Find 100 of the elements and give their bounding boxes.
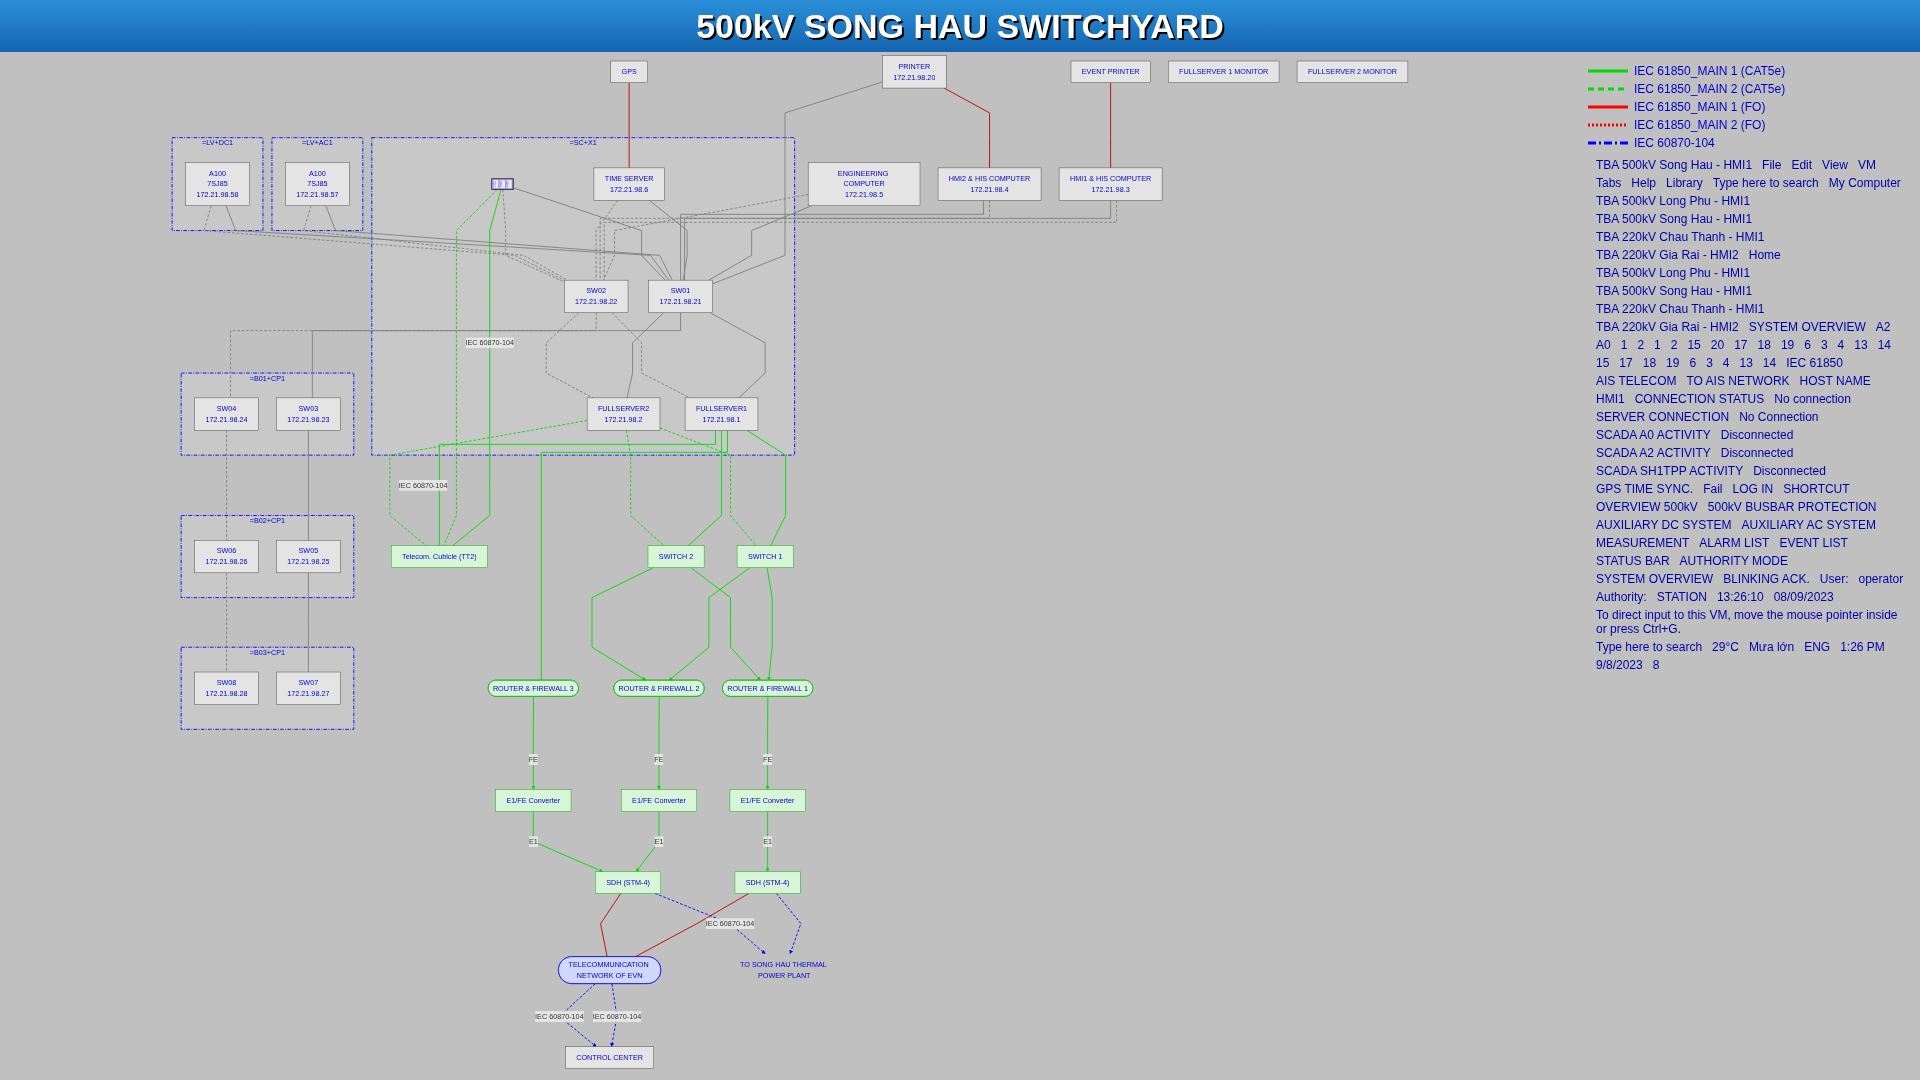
- label-text: 4: [1837, 338, 1845, 352]
- label-text: TBA 500kV Song Hau - HMI1: [1596, 212, 1753, 226]
- label-text: 6: [1804, 338, 1811, 352]
- connector: [687, 429, 722, 547]
- label-text: HOST NAME: [1799, 374, 1871, 388]
- label-text: 19: [1780, 338, 1795, 352]
- connector: [452, 189, 502, 547]
- label-text: To direct input to this VM, move the mouse pointer inside or press Ctrl+G.: [1596, 608, 1899, 636]
- connector: [708, 205, 813, 281]
- connector: [603, 199, 1118, 281]
- label-text: 17: [1619, 356, 1633, 370]
- connector: [225, 205, 670, 281]
- label-text: 29°C: [1712, 640, 1739, 654]
- connector: [389, 420, 588, 547]
- label-text: My Computer: [1828, 176, 1901, 190]
- label-text: SHORTCUT: [1783, 482, 1850, 496]
- label-text: 20: [1710, 338, 1725, 352]
- label-text: Disconnected: [1720, 446, 1794, 460]
- label-text: ENG: [1804, 640, 1831, 654]
- label-text: Disconnected: [1720, 428, 1794, 442]
- label-text: Edit: [1791, 158, 1813, 172]
- label-text: 2: [1637, 338, 1645, 352]
- connector: [311, 312, 681, 399]
- label-text: 13: [1854, 338, 1868, 352]
- connector: [709, 312, 766, 399]
- label-text: 18: [1757, 338, 1771, 352]
- label-text: User:: [1819, 572, 1849, 586]
- label-text: VM: [1857, 158, 1876, 172]
- label-text: LOG IN: [1732, 482, 1774, 496]
- label-text: 18: [1642, 356, 1657, 370]
- label-text: TBA 500kV Song Hau - HMI1: [1596, 284, 1753, 298]
- label-text: IEC 61850: [1786, 356, 1843, 370]
- label-text: SCADA SH1TPP ACTIVITY: [1596, 464, 1744, 478]
- label-text: Home: [1748, 248, 1781, 262]
- label-text: AUTHORITY MODE: [1679, 554, 1789, 568]
- connector: [1110, 82, 1112, 169]
- label-text: EVENT LIST: [1779, 536, 1848, 550]
- label-text: TBA 500kV Song Hau - HMI1: [1596, 158, 1753, 172]
- connector: [303, 205, 568, 281]
- label-text: 15: [1687, 338, 1701, 352]
- label-text: Type here to search: [1596, 640, 1703, 654]
- connector: [684, 199, 1112, 281]
- connector: [230, 312, 597, 399]
- label-text: Help: [1631, 176, 1657, 190]
- label-text: AUXILIARY DC SYSTEM: [1596, 518, 1732, 532]
- connector: [307, 429, 309, 541]
- label-text: No connection: [1774, 392, 1851, 406]
- label-text: SCADA A0 ACTIVITY: [1596, 428, 1711, 442]
- connector: [325, 205, 673, 281]
- legend-text: IEC 61850_MAIN 2 (CAT5e): [1634, 82, 1786, 96]
- connector: [512, 187, 666, 281]
- connector: [203, 205, 565, 281]
- label-text: 14: [1877, 338, 1891, 352]
- connector: [648, 199, 688, 281]
- label-text: TBA 220kV Chau Thanh - HMI1: [1596, 230, 1765, 244]
- label-text: MEASUREMENT: [1596, 536, 1690, 550]
- connector: [438, 429, 716, 547]
- label-text: 14: [1762, 356, 1777, 370]
- label-text: Type here to search: [1712, 176, 1819, 190]
- label-text: STATION: [1656, 590, 1707, 604]
- title: 500kV SONG HAU SWITCHYARD: [696, 6, 1224, 46]
- legend-text: IEC 61850_MAIN 1 (CAT5e): [1634, 64, 1786, 78]
- label-text: SERVER CONNECTION: [1596, 410, 1730, 424]
- connector: [626, 312, 665, 399]
- legend-text: IEC 61850_MAIN 1 (FO): [1634, 100, 1766, 114]
- label-text: 1: [1654, 338, 1661, 352]
- legend-text: IEC 60870-104: [1634, 136, 1715, 150]
- label-text: 3: [1820, 338, 1828, 352]
- label-text: 19: [1666, 356, 1680, 370]
- label-text: Tabs: [1596, 176, 1622, 190]
- connector: [595, 199, 619, 281]
- label-text: STATUS BAR: [1596, 554, 1670, 568]
- label-text: 3: [1706, 356, 1713, 370]
- label-text: CONNECTION STATUS: [1634, 392, 1765, 406]
- label-text: 9/8/2023: [1596, 658, 1643, 672]
- label-text: OVERVIEW 500kV: [1596, 500, 1698, 514]
- label-text: ALARM LIST: [1699, 536, 1770, 550]
- label-text: 1: [1620, 338, 1628, 352]
- label-text: SYSTEM OVERVIEW: [1596, 572, 1714, 586]
- label-text: TO AIS NETWORK: [1686, 374, 1790, 388]
- label-text: 8: [1652, 658, 1660, 672]
- connector: [711, 81, 883, 285]
- label-text: Mưa lớn: [1748, 640, 1795, 654]
- label-text: No Connection: [1739, 410, 1819, 424]
- label-text: View: [1822, 158, 1848, 172]
- label-text: TBA 500kV Long Phu - HMI1: [1596, 266, 1751, 280]
- connector: [628, 82, 630, 169]
- label-text: TBA 220kV Gia Rai - HMI2: [1596, 248, 1739, 262]
- label-text: TBA 220kV Gia Rai - HMI2: [1596, 320, 1739, 334]
- connector: [746, 429, 787, 547]
- label-text: SCADA A2 ACTIVITY: [1596, 446, 1711, 460]
- label-text: 15: [1596, 356, 1610, 370]
- label-text: 2: [1670, 338, 1678, 352]
- label-text: 6: [1689, 356, 1697, 370]
- connector: [602, 194, 809, 281]
- label-text: File: [1762, 158, 1782, 172]
- label-text: BLINKING ACK.: [1723, 572, 1810, 586]
- connector: [307, 572, 309, 673]
- label-text: A0: [1596, 338, 1611, 352]
- label-text: Authority:: [1596, 590, 1647, 604]
